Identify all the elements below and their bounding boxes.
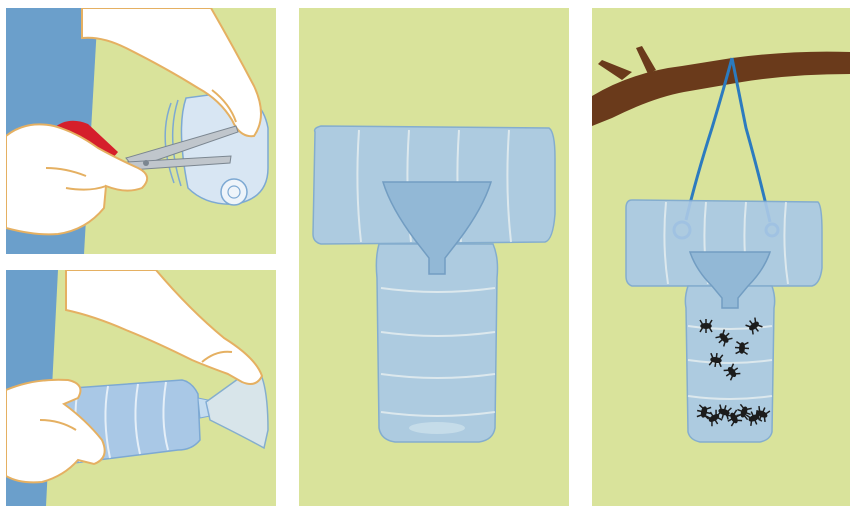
- step-1-illustration: [6, 8, 276, 254]
- step-4-illustration: [592, 8, 850, 506]
- step-3-assembled-trap-panel: [299, 8, 569, 506]
- trap-bottle: [313, 126, 555, 442]
- step-2-illustration: [6, 270, 276, 506]
- step-2-invert-top-panel: [6, 270, 276, 506]
- hand-holding-scissors: [6, 124, 147, 234]
- step-1-cut-bottle-panel: [6, 8, 276, 254]
- step-4-hanging-trap-panel: [592, 8, 850, 506]
- hand-holding-top: [66, 270, 262, 384]
- step-3-illustration: [299, 8, 569, 506]
- trap-bottle: [626, 200, 822, 442]
- bottle-cap: [221, 179, 247, 205]
- tree-branch: [592, 52, 850, 126]
